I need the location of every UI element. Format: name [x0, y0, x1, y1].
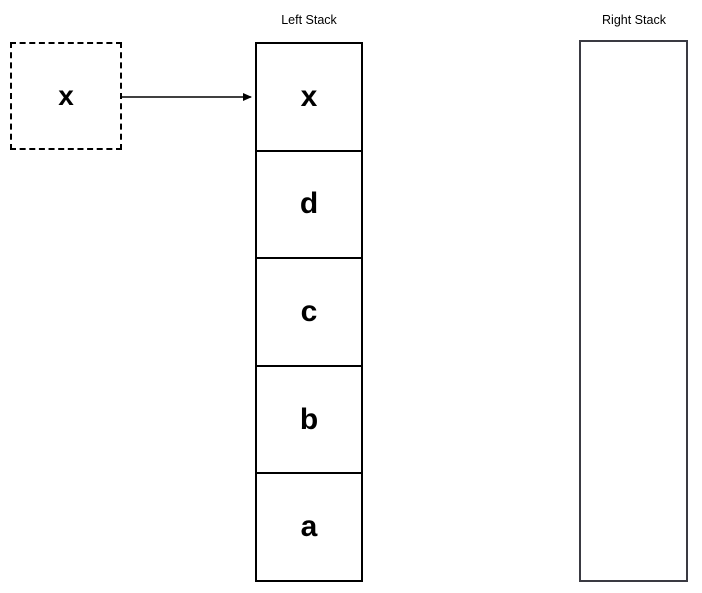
incoming-element-box[interactable]: x — [10, 42, 122, 150]
left-stack[interactable]: x d c b a — [255, 42, 363, 582]
left-stack-cell-label: d — [299, 187, 319, 221]
left-stack-cell[interactable]: a — [257, 474, 361, 580]
left-stack-cell-label: a — [300, 510, 318, 544]
left-stack-cell-label: b — [299, 402, 319, 436]
left-stack-cell[interactable]: d — [257, 151, 361, 260]
incoming-element-label: x — [58, 80, 74, 111]
left-stack-label: Left Stack — [281, 13, 337, 27]
left-stack-cell-label: x — [300, 79, 318, 113]
push-arrow-icon — [120, 93, 252, 101]
right-stack[interactable] — [579, 40, 688, 582]
left-stack-cell[interactable]: b — [257, 366, 361, 475]
left-stack-cell-label: c — [300, 294, 318, 328]
right-stack-label: Right Stack — [602, 13, 666, 27]
left-stack-cell[interactable]: x — [257, 44, 361, 152]
left-stack-cell[interactable]: c — [257, 259, 361, 367]
